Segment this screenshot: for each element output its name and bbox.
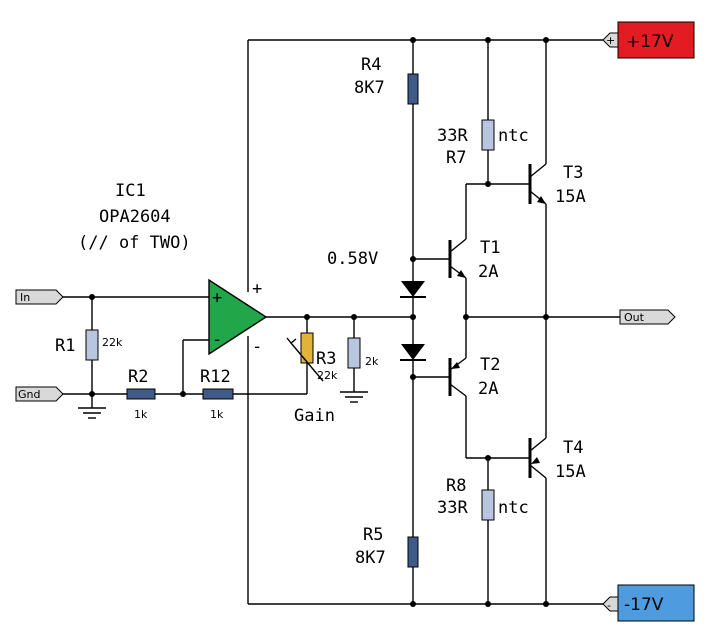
r12-resistor bbox=[202, 388, 234, 400]
r4-ref: R4 bbox=[361, 55, 381, 75]
t1-rating: 2A bbox=[478, 262, 498, 282]
negative-rail-pin: - bbox=[607, 599, 611, 612]
negative-rail-label: -17V bbox=[624, 595, 664, 615]
diode-upper bbox=[400, 281, 426, 298]
t2-rating: 2A bbox=[478, 379, 498, 399]
t4-transistor bbox=[528, 437, 547, 479]
r8-value: 33R bbox=[437, 498, 468, 518]
opamp-supply-plus: + bbox=[252, 279, 262, 299]
r2-resistor bbox=[126, 388, 156, 400]
r1-resistor bbox=[85, 329, 99, 361]
t3-rating: 15A bbox=[555, 187, 586, 207]
r7-ref: R7 bbox=[446, 148, 466, 168]
ic-note-label: (// of TWO) bbox=[78, 233, 191, 253]
r3-ref: R3 bbox=[316, 349, 336, 369]
in-port-label: In bbox=[20, 291, 30, 304]
r3-pot bbox=[300, 332, 314, 364]
positive-rail-pin: + bbox=[606, 34, 615, 47]
wires bbox=[62, 39, 620, 605]
ic-part-label: OPA2604 bbox=[99, 207, 171, 227]
r3-function: Gain bbox=[294, 406, 335, 426]
negative-rail-terminal[interactable]: - -17V bbox=[602, 584, 695, 622]
t1-transistor bbox=[448, 238, 467, 279]
t4-rating: 15A bbox=[555, 462, 586, 482]
positive-rail-terminal[interactable]: + +17V bbox=[602, 21, 695, 59]
diode-lower bbox=[400, 344, 426, 361]
gnd-port[interactable]: Gnd bbox=[15, 386, 64, 402]
r5-value: 8K7 bbox=[355, 548, 386, 568]
r1-value: 22k bbox=[102, 336, 123, 349]
opamp-in-minus-sign: - bbox=[212, 330, 222, 350]
r1-ref: R1 bbox=[55, 336, 75, 356]
r7-value: 33R bbox=[437, 126, 468, 146]
r2k-value: 2k bbox=[365, 355, 379, 368]
r8-resistor bbox=[481, 489, 495, 521]
r3-value: 22k bbox=[317, 369, 338, 382]
r2k-resistor bbox=[347, 337, 361, 369]
r4-value: 8K7 bbox=[354, 78, 385, 98]
opamp-in-plus-sign: + bbox=[212, 288, 222, 308]
r12-value: 1k bbox=[210, 408, 224, 421]
r7-resistor bbox=[481, 119, 495, 151]
t2-transistor bbox=[448, 357, 467, 397]
positive-rail-label: +17V bbox=[626, 32, 674, 52]
r3-pot-arrow bbox=[290, 342, 324, 382]
junction-dots bbox=[89, 37, 549, 607]
r8-ref: R8 bbox=[446, 476, 466, 496]
opamp-symbol bbox=[208, 278, 268, 356]
t1-ref: T1 bbox=[480, 238, 500, 258]
gnd-port-label: Gnd bbox=[18, 388, 40, 401]
out-port[interactable]: Out bbox=[619, 309, 676, 325]
r2-value: 1k bbox=[134, 408, 148, 421]
r12-ref: R12 bbox=[200, 367, 231, 387]
t4-ref: T4 bbox=[563, 438, 583, 458]
out-port-label: Out bbox=[624, 311, 645, 324]
t2-ref: T2 bbox=[480, 355, 500, 375]
r7-type: ntc bbox=[498, 126, 529, 146]
r4-resistor bbox=[407, 73, 419, 105]
r5-ref: R5 bbox=[363, 525, 383, 545]
in-port[interactable]: In bbox=[15, 289, 64, 305]
t3-ref: T3 bbox=[563, 163, 583, 183]
t3-transistor bbox=[528, 163, 547, 205]
r2-ref: R2 bbox=[128, 367, 148, 387]
bias-voltage-label: 0.58V bbox=[327, 249, 378, 269]
r5-resistor bbox=[407, 536, 419, 568]
opamp-supply-minus: - bbox=[252, 337, 262, 357]
r8-type: ntc bbox=[498, 498, 529, 518]
ic-ref-label: IC1 bbox=[115, 181, 146, 201]
